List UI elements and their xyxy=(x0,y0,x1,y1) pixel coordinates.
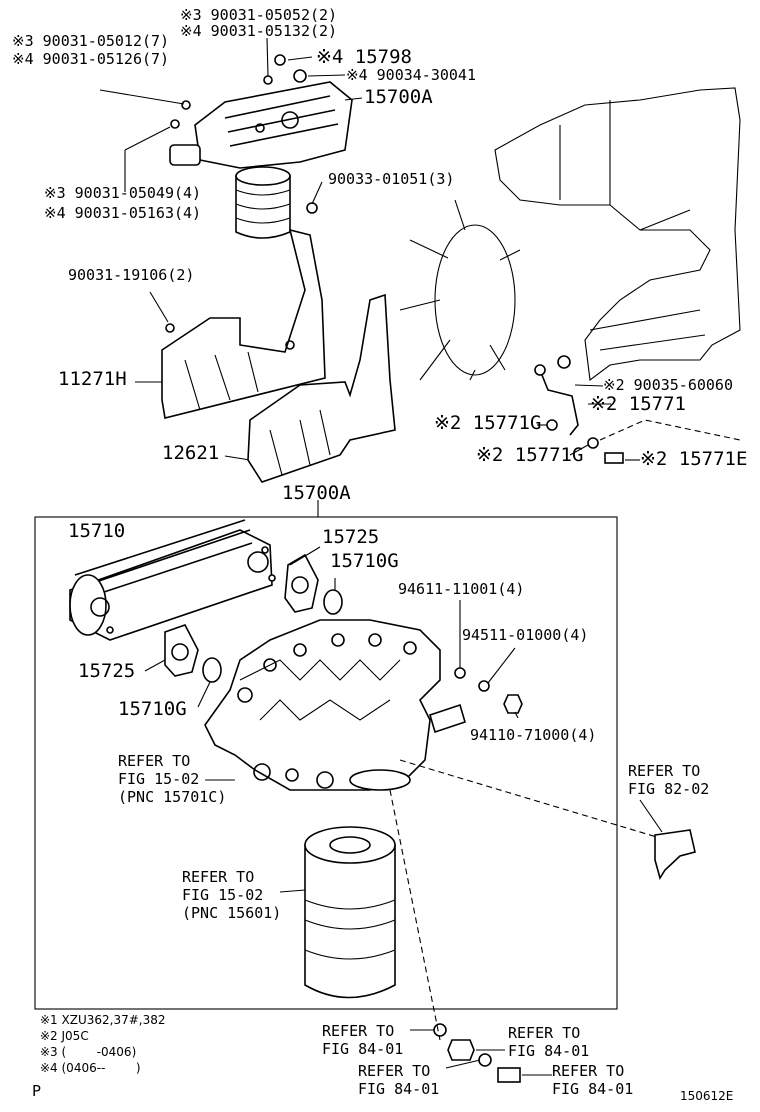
label-90031-05012: ※3 90031-05012(7) xyxy=(12,32,170,50)
label-refer-fig-84-01-a: REFER TO FIG 84-01 xyxy=(322,1022,404,1058)
dash-8401 xyxy=(389,789,441,1041)
label-90034-30041: ※4 90034-30041 xyxy=(346,66,476,84)
label-15700A-box: 15700A xyxy=(282,482,351,504)
label-15700A-top: 15700A xyxy=(364,86,433,108)
label-refer-fig-15-02-b: REFER TO FIG 15-02 (PNC 15601) xyxy=(182,868,282,922)
label-refer-fig-82-02: REFER TO FIG 82-02 xyxy=(628,762,710,798)
oil-cooler-cover-top xyxy=(169,54,353,239)
leaders-bottom xyxy=(410,1029,552,1076)
label-15798: ※4 15798 xyxy=(316,46,412,68)
label-refer-fig-84-01-d: REFER TO FIG 84-01 xyxy=(552,1062,634,1098)
label-15710G-a: 15710G xyxy=(330,550,399,572)
label-refer-fig-84-01-c: REFER TO FIG 84-01 xyxy=(358,1062,440,1098)
label-90033-01051: 90033-01051(3) xyxy=(328,170,455,188)
label-15725-a: 15725 xyxy=(322,526,380,548)
note-1: ※1 XZU362,37#,382 xyxy=(40,1013,166,1027)
detail-frame xyxy=(34,516,618,1010)
bracket xyxy=(654,829,696,880)
cooler-case-body xyxy=(204,619,466,791)
gasket-15725-lower xyxy=(164,624,222,683)
dash-8202 xyxy=(399,759,661,839)
label-90031-05163: ※4 90031-05163(4) xyxy=(44,204,202,222)
leaders-top xyxy=(99,37,363,517)
label-90031-19106: 90031-19106(2) xyxy=(68,266,195,284)
label-90035-60060: ※2 90035-60060 xyxy=(603,376,733,394)
note-3: ※3 ( -0406) xyxy=(40,1045,137,1059)
label-94110-71000: 94110-71000(4) xyxy=(470,726,597,744)
leaders-box xyxy=(144,546,519,893)
label-11271H: 11271H xyxy=(58,368,127,390)
label-90031-05126: ※4 90031-05126(7) xyxy=(12,50,170,68)
oil-filter-element xyxy=(304,826,396,999)
label-refer-fig-15-02-a: REFER TO FIG 15-02 (PNC 15701C) xyxy=(118,752,227,806)
label-15710G-b: 15710G xyxy=(118,698,187,720)
pipe-dash xyxy=(599,419,741,441)
leaders-pipe xyxy=(537,384,640,461)
label-15710: 15710 xyxy=(68,520,126,542)
label-90031-05049: ※3 90031-05049(4) xyxy=(44,184,202,202)
note-2: ※2 J05C xyxy=(40,1029,89,1043)
heat-shields xyxy=(161,228,396,483)
label-15771: ※2 15771 xyxy=(590,393,686,415)
cooler-element-15710 xyxy=(69,519,276,641)
washer xyxy=(478,680,490,692)
drain-parts xyxy=(433,1023,521,1083)
stud xyxy=(454,667,466,679)
label-15771G-a: ※2 15771G xyxy=(434,412,542,434)
label-90031-05052: ※3 90031-05052(2) xyxy=(180,6,338,24)
label-94611-11001: 94611-11001(4) xyxy=(398,580,525,598)
figure-code: 150612E xyxy=(680,1089,734,1103)
label-refer-fig-84-01-b: REFER TO FIG 84-01 xyxy=(508,1024,590,1060)
label-15771E: ※2 15771E xyxy=(640,448,748,470)
engine-outline xyxy=(399,87,741,382)
label-90031-05132: ※4 90031-05132(2) xyxy=(180,22,338,40)
label-15725-b: 15725 xyxy=(78,660,136,682)
label-12621: 12621 xyxy=(162,442,220,464)
gasket-15725-upper xyxy=(284,553,343,615)
note-4: ※4 (0406-- ) xyxy=(40,1061,141,1075)
label-15771G-b: ※2 15771G xyxy=(476,444,584,466)
oil-pipe-15771 xyxy=(534,355,624,464)
nut xyxy=(503,694,523,714)
label-94511-01000: 94511-01000(4) xyxy=(462,626,589,644)
page-letter: P xyxy=(32,1082,42,1100)
